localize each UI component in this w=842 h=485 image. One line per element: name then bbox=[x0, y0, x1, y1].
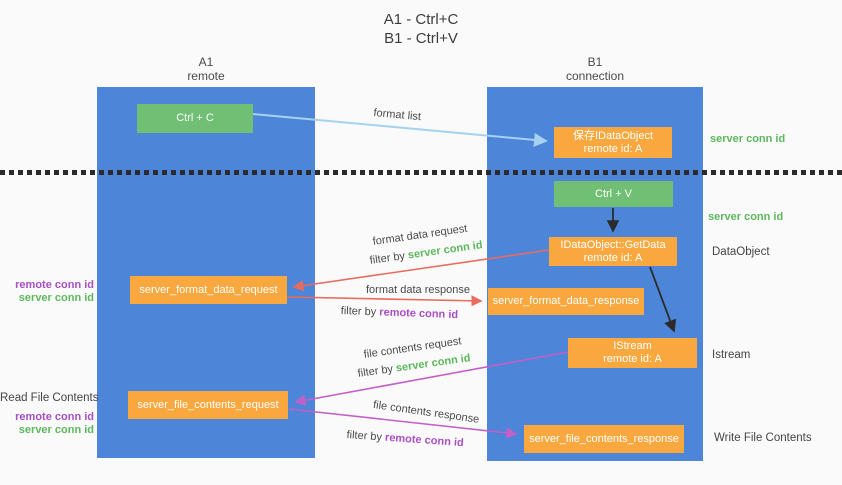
left-label-remote-conn-id-top: remote conn id bbox=[15, 279, 94, 291]
getdata-to-istream-arrow bbox=[649, 266, 677, 333]
node-idataobject-getdata: IDataObject::GetData remote id: A bbox=[549, 237, 677, 266]
node-server-file-contents-request: server_file_contents_request bbox=[128, 391, 288, 419]
format-data-request-arrow bbox=[292, 249, 550, 292]
file-contents-response-arrow bbox=[288, 408, 518, 439]
node-save-idataobject-line1: 保存IDataObject bbox=[572, 129, 654, 142]
left-label-remote-conn-id-bottom: remote conn id bbox=[15, 411, 94, 423]
session-divider-dotted-line bbox=[0, 170, 842, 175]
right-label-dataobject: DataObject bbox=[712, 246, 770, 258]
node-istream: IStream remote id: A bbox=[568, 338, 697, 368]
node-getdata-line2: remote id: A bbox=[583, 251, 643, 264]
lane-header-a1: A1 remote bbox=[97, 55, 315, 83]
format-list-arrow bbox=[252, 113, 548, 147]
node-istream-line2: remote id: A bbox=[603, 353, 662, 365]
node-server-file-contents-response: server_file_contents_response bbox=[524, 425, 684, 453]
node-ctrl-c: Ctrl + C bbox=[137, 104, 253, 133]
node-server-format-data-request: server_format_data_request bbox=[130, 276, 287, 304]
title-line-1: A1 - Ctrl+C bbox=[383, 11, 459, 28]
node-ctrl-c-label: Ctrl + C bbox=[176, 112, 214, 124]
lane-b1-name: B1 bbox=[587, 55, 603, 69]
node-server-format-data-response: server_format_data_response bbox=[488, 288, 644, 315]
node-ctrl-v: Ctrl + V bbox=[554, 181, 673, 207]
lane-header-b1: B1 connection bbox=[487, 55, 703, 83]
node-file-request-label: server_file_contents_request bbox=[137, 398, 279, 411]
node-save-idataobject-line2: remote id: A bbox=[583, 142, 643, 155]
left-label-read-file-contents: Read File Contents bbox=[0, 392, 99, 404]
title-line-2: B1 - Ctrl+V bbox=[384, 30, 458, 47]
format-data-response-arrow bbox=[286, 295, 483, 307]
node-format-request-label: server_format_data_request bbox=[139, 283, 278, 296]
right-label-server-conn-id-top: server conn id bbox=[710, 133, 786, 145]
node-format-response-label: server_format_data_response bbox=[492, 295, 640, 307]
left-label-server-conn-id-bottom: server conn id bbox=[18, 424, 94, 436]
right-label-istream: Istream bbox=[712, 349, 751, 361]
left-label-server-conn-id-top: server conn id bbox=[18, 292, 94, 304]
lane-a1-subtitle: remote bbox=[187, 69, 225, 83]
node-ctrl-v-label: Ctrl + V bbox=[595, 187, 632, 200]
diagram-title: A1 - Ctrl+C B1 - Ctrl+V bbox=[0, 10, 842, 48]
node-istream-line1: IStream bbox=[613, 340, 652, 352]
right-label-server-conn-id-mid: server conn id bbox=[708, 211, 784, 223]
node-file-response-label: server_file_contents_response bbox=[529, 432, 679, 445]
flow-label-format-data-response: format data response bbox=[366, 284, 470, 296]
node-save-idataobject: 保存IDataObject remote id: A bbox=[554, 127, 672, 158]
right-label-write-file-contents: Write File Contents bbox=[714, 432, 812, 444]
file-contents-request-arrow bbox=[294, 351, 569, 406]
lane-b1-subtitle: connection bbox=[565, 69, 625, 83]
node-getdata-line1: IDataObject::GetData bbox=[560, 238, 666, 251]
lane-a1-name: A1 bbox=[198, 55, 214, 69]
filter-prefix: filter by bbox=[340, 305, 380, 319]
